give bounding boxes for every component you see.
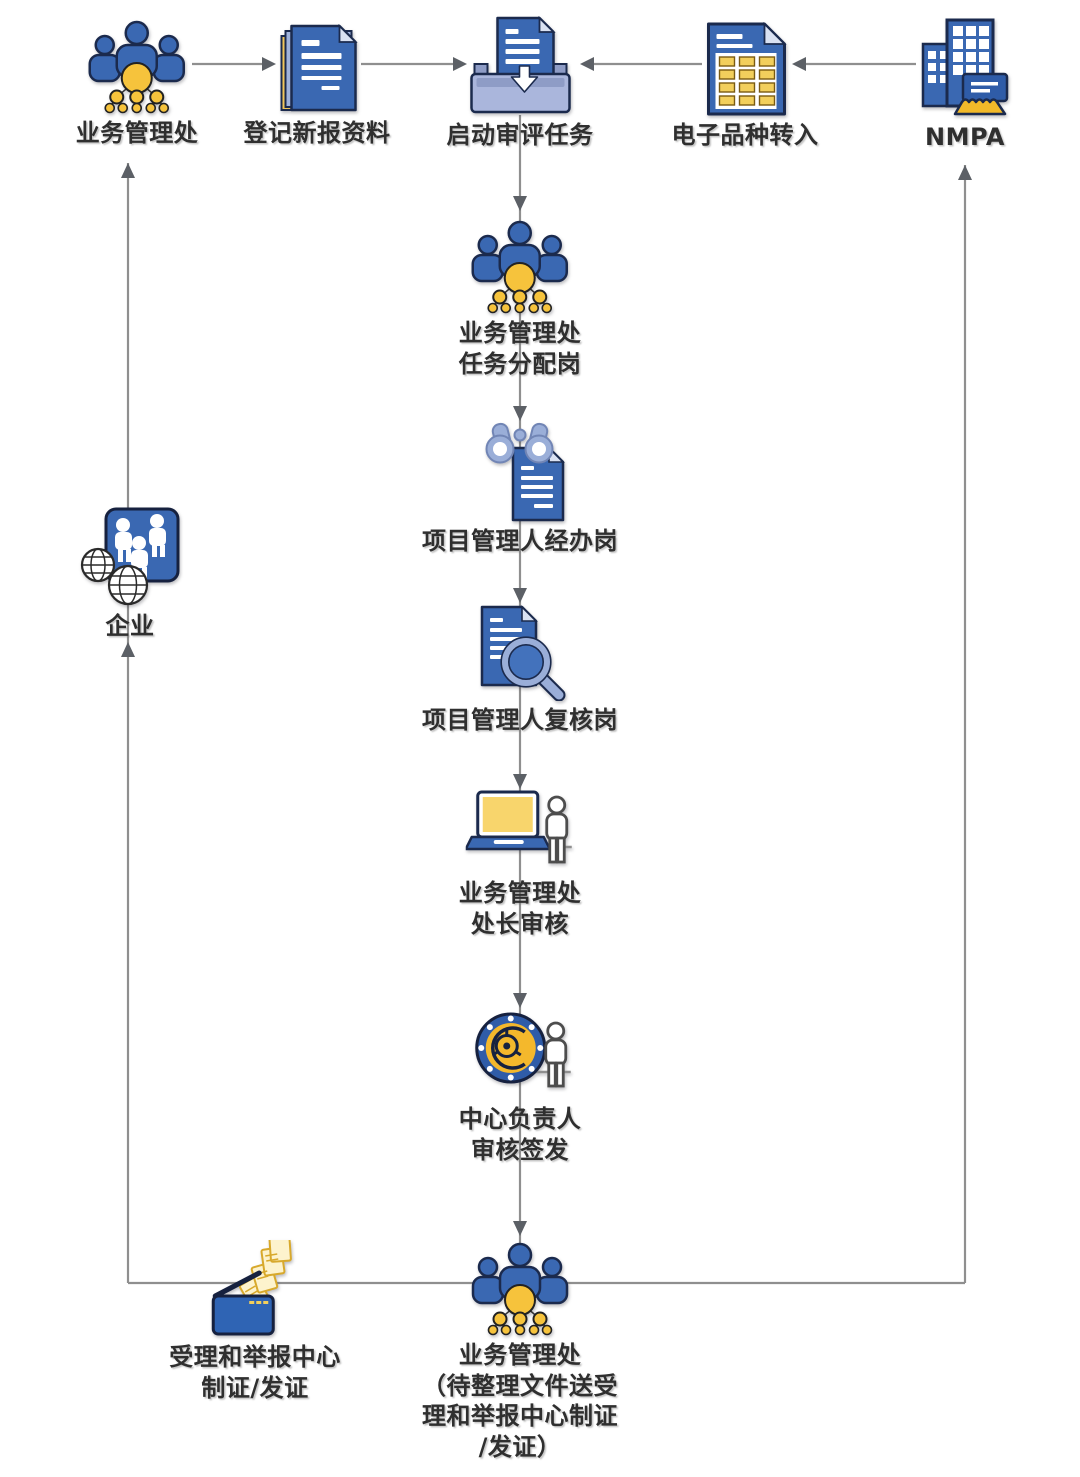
wallet-documents-icon (211, 1240, 292, 1336)
node-label: 登记新报资料 (243, 119, 391, 147)
org-chart-people-icon (471, 1242, 569, 1336)
document-magnifier-icon (480, 605, 566, 701)
org-chart-people-icon (88, 20, 186, 114)
node-label: 受理和举报中心 制证/发证 (169, 1343, 341, 1402)
node-center-director-sign-off: 中心负责人 审核签发 (459, 1010, 582, 1165)
enterprise-globe-icon (80, 507, 180, 606)
node-business-dept-bottom: 业务管理处 （待整理文件送受 理和举报中心制证 /发证） (422, 1240, 618, 1463)
node-label: 业务管理处 (75, 119, 199, 147)
node-label: 业务管理处 任务分配岗 (458, 319, 582, 378)
documents-stack-icon (280, 24, 358, 112)
node-label: 项目管理人复核岗 (422, 706, 618, 734)
node-task-assignment-post: 业务管理处 任务分配岗 (459, 218, 582, 379)
node-project-manager-review-post: 项目管理人复核岗 (422, 605, 618, 736)
org-chart-people-icon (471, 220, 569, 314)
node-label: 电子品种转入 (671, 121, 819, 149)
node-electronic-variety-transfer: 电子品种转入 (672, 22, 819, 151)
node-project-manager-handling-post: 项目管理人经办岗 (422, 422, 618, 557)
node-enterprise: 企业 (78, 505, 182, 642)
node-register-new-materials: 登记新报资料 (244, 24, 391, 149)
table-document-icon (706, 22, 787, 116)
buildings-icon (921, 18, 1009, 116)
node-label: 中心负责人 审核签发 (458, 1105, 582, 1164)
binoculars-document-icon (485, 422, 565, 522)
vault-person-icon (475, 1012, 571, 1088)
node-dept-director-review: 业务管理处 处长审核 (459, 790, 582, 939)
node-start-review-task: 启动审评任务 (447, 16, 594, 151)
node-label: 业务管理处 处长审核 (458, 879, 582, 938)
node-acceptance-reporting-center: 受理和举报中心 制证/发证 (169, 1240, 341, 1403)
node-nmpa: NMPA (917, 16, 1013, 153)
node-business-dept-top: 业务管理处 (76, 18, 199, 149)
laptop-person-icon (466, 790, 572, 864)
inbox-document-icon (469, 16, 571, 114)
node-label: 启动审评任务 (446, 121, 594, 149)
node-label: 项目管理人经办岗 (422, 527, 618, 555)
node-label: 企业 (105, 612, 155, 640)
node-label: NMPA (925, 123, 1005, 151)
node-label: 业务管理处 （待整理文件送受 理和举报中心制证 /发证） (422, 1341, 618, 1462)
